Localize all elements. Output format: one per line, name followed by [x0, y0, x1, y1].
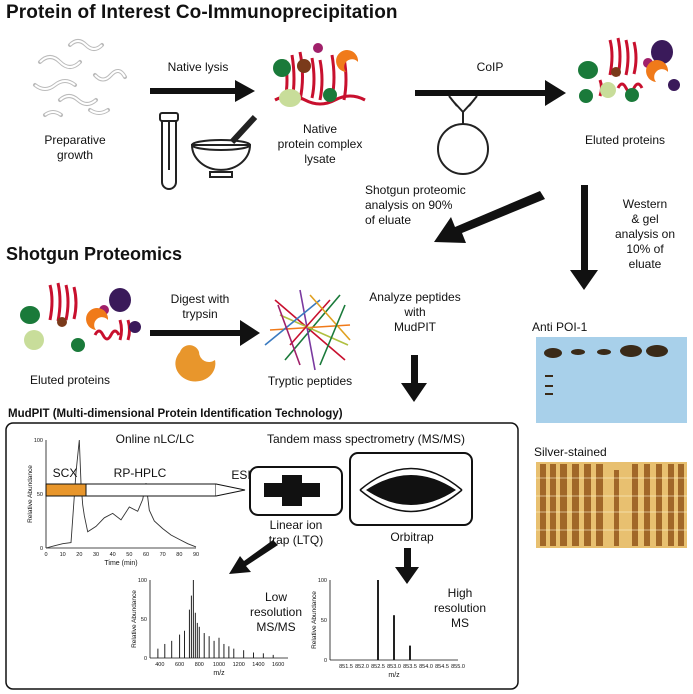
x-tick-label: 50 — [126, 552, 132, 558]
orbitrap-box — [349, 452, 473, 526]
x-tick-label: 60 — [143, 552, 149, 558]
eluted-proteins-top-cluster — [578, 37, 680, 103]
rphplc-segment — [85, 483, 217, 497]
esi-needle — [215, 483, 246, 497]
y-tick-label: 50 — [37, 492, 43, 498]
eluted-proteins-mid-cluster — [20, 282, 141, 352]
mortar-pestle-icon — [190, 114, 258, 178]
native-lysis-label: Native lysis — [167, 60, 229, 74]
x-axis-label: m/z — [388, 672, 400, 679]
x-tick-label: 600 — [175, 662, 184, 668]
x-tick-label: 10 — [60, 552, 66, 558]
x-axis-label: Time (min) — [104, 560, 137, 567]
trypsin-icon — [175, 345, 216, 382]
x-tick-label: 852.0 — [355, 664, 369, 670]
coip-title: Protein of Interest Co-Immunoprecipitati… — [6, 2, 398, 23]
x-tick-label: 70 — [160, 552, 166, 558]
western-bands — [544, 345, 668, 395]
tryptic-label: Tryptic peptides — [267, 374, 353, 388]
ltq-box — [249, 466, 343, 516]
mudpit-title: MudPIT (Multi-dimensional Protein Identi… — [8, 408, 343, 420]
x-tick-label: 80 — [176, 552, 182, 558]
y-tick-label: 0 — [40, 546, 43, 552]
rphplc-label: RP-HPLC — [113, 466, 167, 480]
x-tick-label: 40 — [110, 552, 116, 558]
y-tick-label: 100 — [138, 578, 147, 584]
test-tube-icon — [159, 112, 179, 190]
x-tick-label: 852.5 — [371, 664, 385, 670]
y-axis-label: Relative Abundance — [311, 591, 318, 649]
x-tick-label: 1400 — [252, 662, 264, 668]
x-tick-label: 1200 — [233, 662, 245, 668]
x-tick-label: 400 — [155, 662, 164, 668]
preparative-growth-illustration — [33, 39, 127, 117]
anti-poi-label: Anti POI-1 — [532, 320, 588, 334]
x-tick-label: 854.0 — [419, 664, 433, 670]
x-tick-label: 851.5 — [339, 664, 353, 670]
x-tick-label: 30 — [93, 552, 99, 558]
tryptic-peptides-illustration — [264, 289, 351, 371]
shotgun-title: Shotgun Proteomics — [6, 244, 183, 264]
mudpit-box — [5, 422, 519, 690]
chromatogram-line — [45, 439, 197, 549]
x-tick-label: 853.5 — [403, 664, 417, 670]
bead-antibody-icon — [437, 95, 489, 175]
shotgun-split-arrow — [434, 191, 545, 243]
x-tick-label: 854.5 — [435, 664, 449, 670]
orbitrap-icon — [366, 475, 456, 505]
lysate-protein-cluster — [273, 43, 366, 107]
x-tick-label: 853.0 — [387, 664, 401, 670]
silver-label: Silver-stained — [534, 445, 607, 459]
silver-gel — [536, 462, 687, 548]
y-tick-label: 0 — [324, 658, 327, 664]
western-split-arrow — [570, 185, 598, 290]
online-lc-label: Online nLC/LC — [115, 432, 195, 446]
x-tick-label: 800 — [195, 662, 204, 668]
x-tick-label: 855.0 — [451, 664, 465, 670]
eluted-top-label: Eluted proteins — [584, 133, 666, 147]
x-tick-label: 20 — [76, 552, 82, 558]
y-axis-label: Relative Abundance — [27, 465, 34, 523]
x-axis-label: m/z — [213, 670, 225, 677]
eluted-mid-label: Eluted proteins — [29, 373, 111, 387]
coip-label: CoIP — [476, 60, 504, 74]
digest-arrow — [150, 320, 260, 346]
coip-arrow — [415, 80, 566, 106]
orbitrap-to-high-arrow — [395, 548, 419, 584]
ltq-icon — [264, 475, 320, 506]
native-lysis-arrow — [150, 80, 255, 102]
y-tick-label: 100 — [34, 438, 43, 444]
tandem-ms-label: Tandem mass spectrometry (MS/MS) — [266, 432, 466, 446]
orbitrap-label: Orbitrap — [390, 530, 434, 544]
y-tick-label: 50 — [141, 617, 147, 623]
analyze-arrow — [401, 355, 427, 402]
silver-gel-lanes — [540, 464, 684, 546]
ltq-to-low-arrow — [229, 540, 278, 574]
low-res-spectrum: 400 600 800 1000 1200 1400 1600 0 50 100 m/z Relati… — [131, 578, 284, 677]
scx-label: SCX — [52, 466, 78, 480]
y-tick-label: 50 — [321, 618, 327, 624]
esi-label: ESI — [231, 468, 251, 482]
y-axis-label: Relative Abundance — [131, 590, 138, 648]
y-tick-label: 100 — [318, 578, 327, 584]
x-tick-label: 90 — [193, 552, 199, 558]
x-tick-label: 1000 — [213, 662, 225, 668]
x-tick-label: 0 — [44, 552, 47, 558]
scx-segment — [45, 483, 87, 497]
x-tick-label: 1600 — [272, 662, 284, 668]
y-tick-label: 0 — [144, 656, 147, 662]
